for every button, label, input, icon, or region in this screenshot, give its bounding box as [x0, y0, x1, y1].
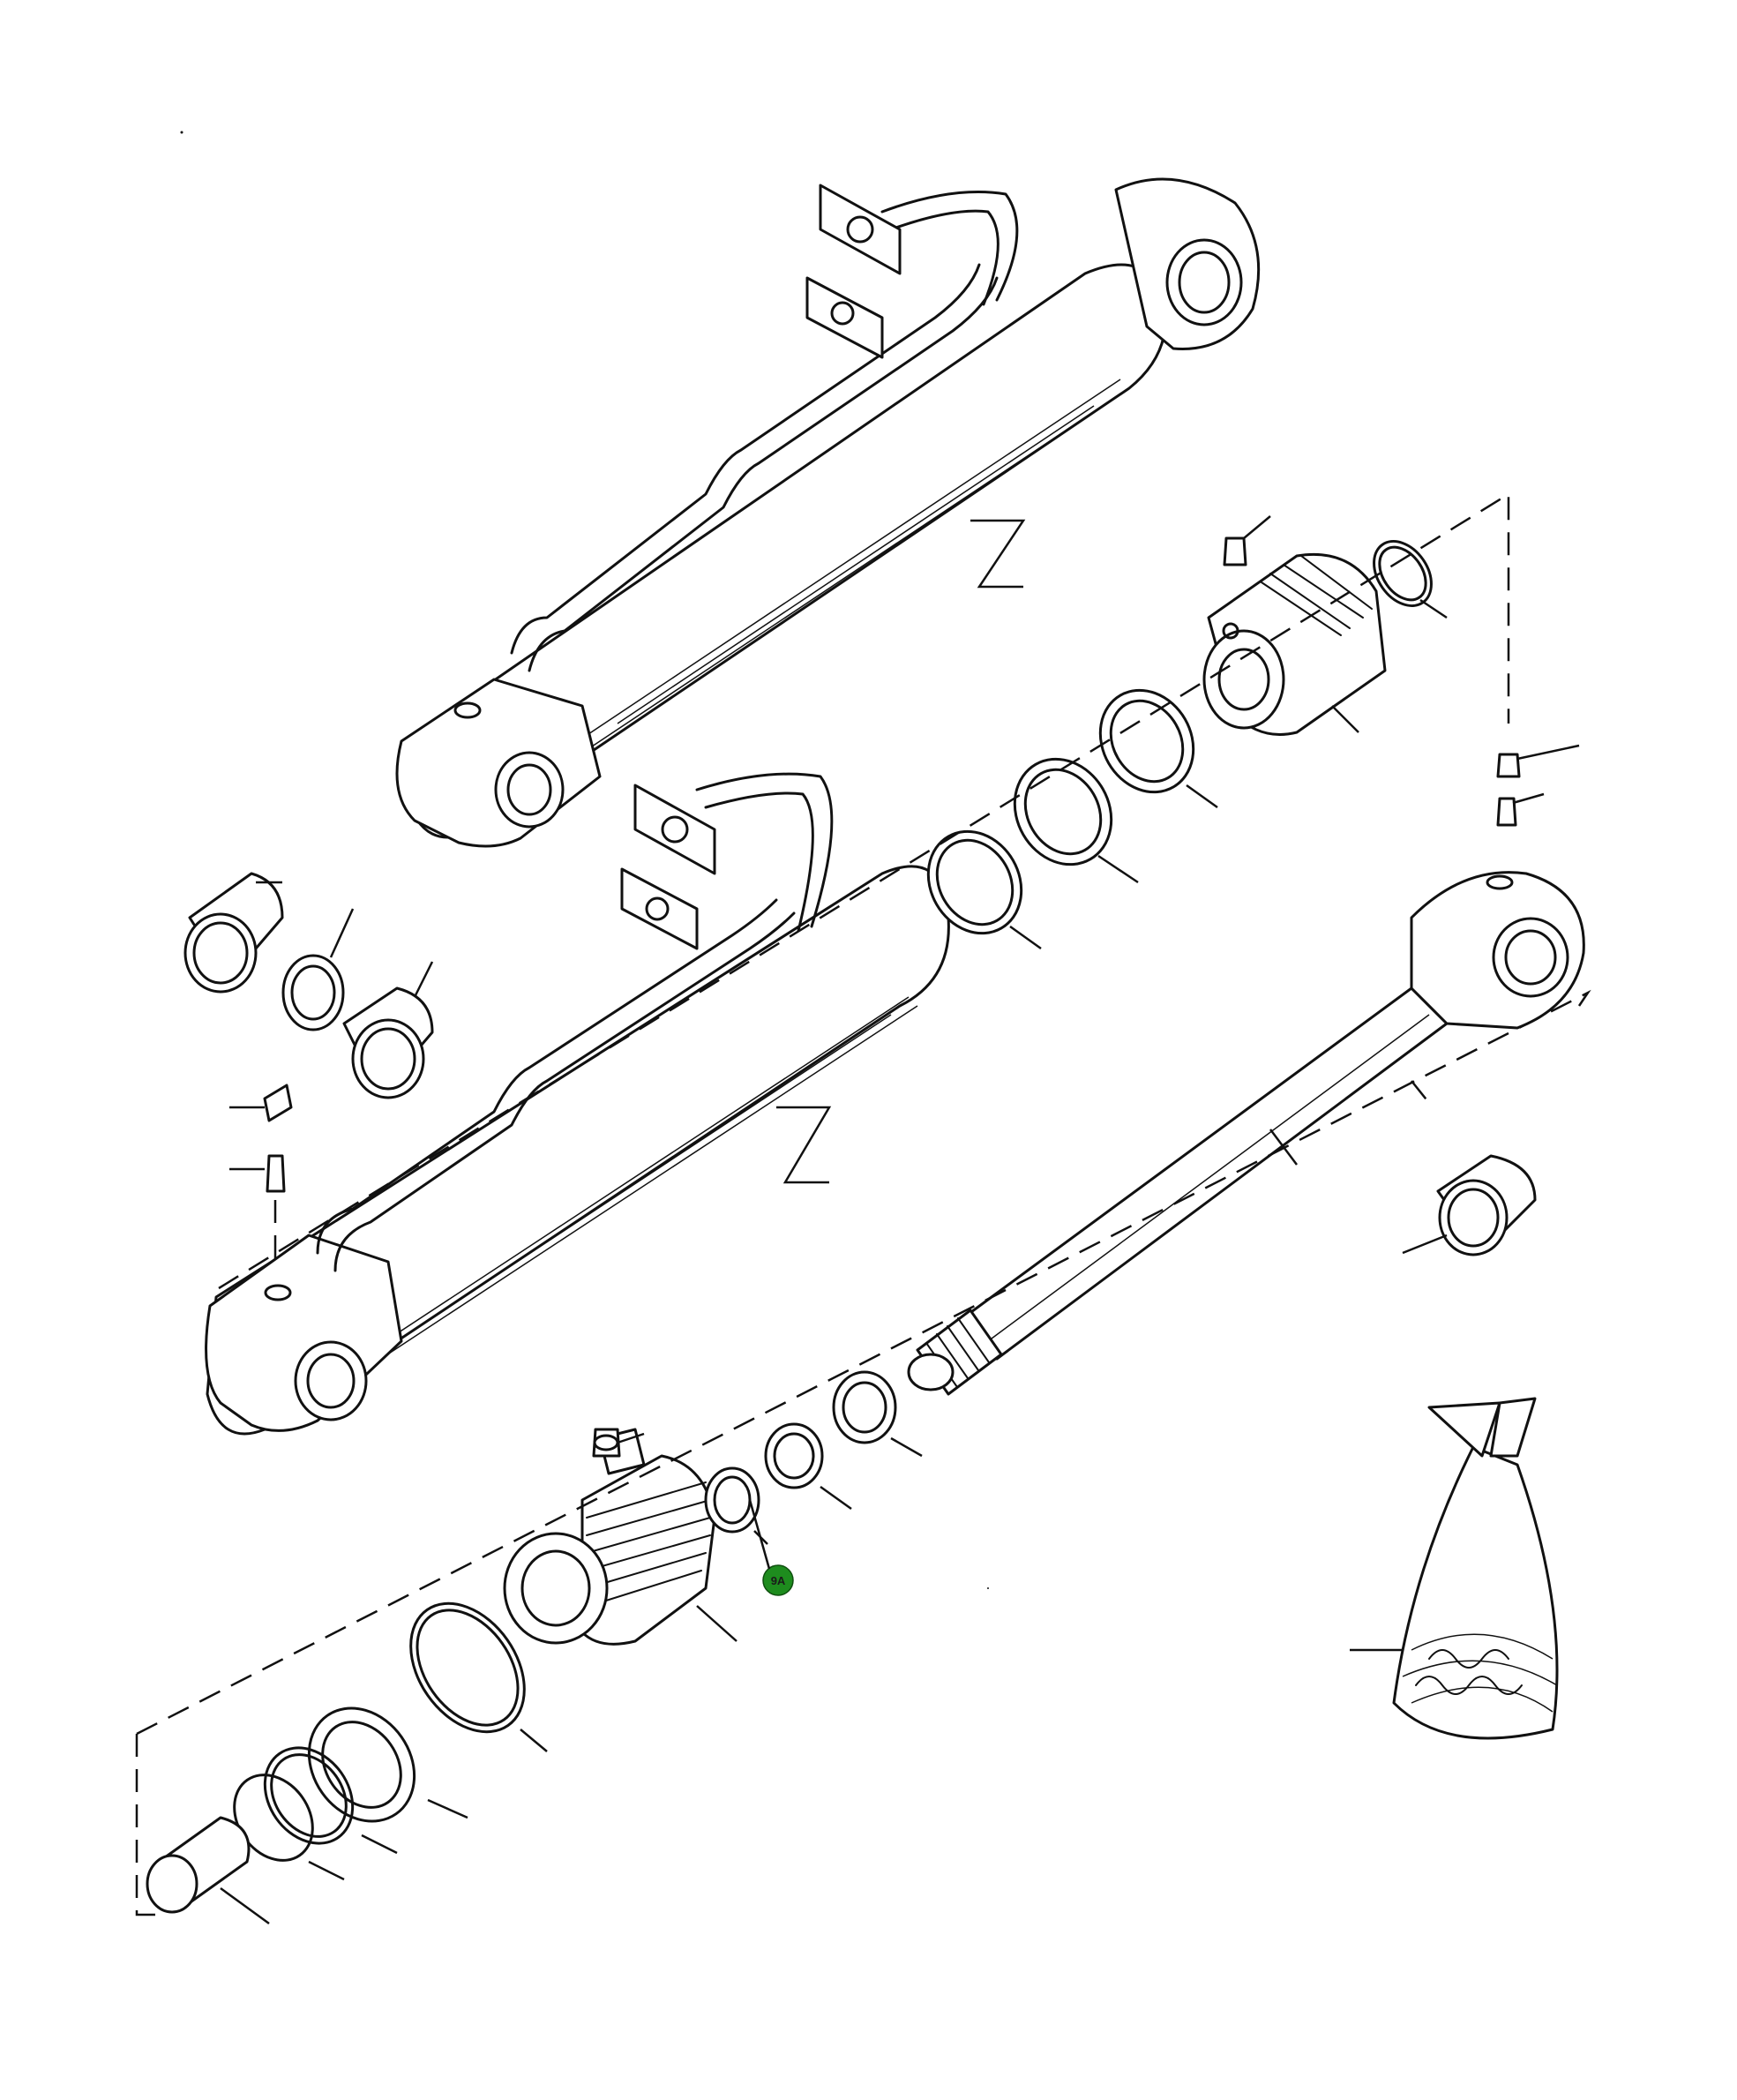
piston-parts — [926, 515, 1448, 950]
cylinder-barrel — [205, 772, 950, 1436]
callout-9a-label: 9A — [771, 1574, 786, 1587]
upper-cylinder-assembly — [395, 177, 1261, 848]
speck — [987, 1587, 989, 1589]
clevis-bushes — [183, 744, 1580, 1262]
rod-seals — [704, 1370, 923, 1545]
callout-9a[interactable]: 9A — [762, 1564, 794, 1596]
gland-assembly — [503, 1428, 737, 1646]
callout-9a-leader — [748, 1499, 771, 1570]
seal-kit-bag-icon — [1350, 1397, 1559, 1740]
speck — [180, 131, 183, 134]
piston-rod — [907, 871, 1585, 1396]
assembly-dashed-lines — [135, 491, 1591, 1916]
gland-seals — [146, 1601, 548, 1925]
